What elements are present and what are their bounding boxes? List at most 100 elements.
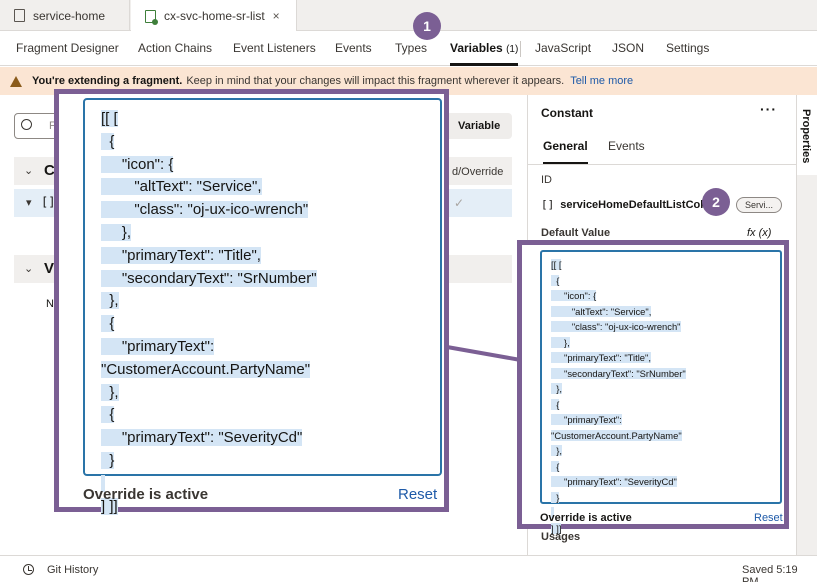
file-tab-label: service-home [33,8,106,23]
more-options-icon[interactable]: ··· [760,101,777,117]
code-line: "primaryText": [551,414,622,425]
saved-status: Saved 5:19 PM [742,564,798,582]
file-tab-service-home[interactable]: service-home [0,0,130,31]
code-line: }, [551,383,562,394]
status-bar: Git History Saved 5:19 PM [0,555,817,582]
tab-variables[interactable]: Variables (1) [450,31,519,66]
type-chip[interactable]: Servi... [736,197,782,213]
tab-events[interactable]: Events [335,41,372,55]
code-line: "secondaryText": "SrNumber" [551,367,686,379]
code-line: }, [551,336,570,348]
code-line: { [551,460,560,472]
override-column-header: d/Override [452,166,504,178]
step-badge-1: 1 [413,12,441,40]
tab-action-chains[interactable]: Action Chains [138,41,213,55]
reset-link[interactable]: Reset [754,512,783,524]
code-line: "icon": { [551,290,597,301]
code-line: "primaryText": [101,337,215,355]
code-line: } [101,451,115,469]
expression-editor-icon[interactable]: fx (x) [747,227,772,239]
fragment-file-icon [145,9,158,25]
tab-events[interactable]: Events [608,139,645,153]
override-active-label: Override is active [83,486,209,503]
file-tabs-bar: service-home cx-svc-home-sr-list × [0,0,817,32]
code-line: "secondaryText": "SrNumber" [101,269,317,287]
tab-divider [520,41,521,57]
code-line: "icon": { [101,155,174,173]
id-label: ID [541,174,552,186]
tab-event-listeners[interactable]: Event Listeners [233,41,316,55]
code-line: [[ [ [101,110,118,127]
tab-types[interactable]: Types [395,41,428,55]
code-line: { [101,406,115,424]
section-title: C [44,162,55,179]
code-line: { [101,132,115,150]
panel-title: Constant [541,106,593,120]
code-line [101,473,440,496]
tell-me-more-link[interactable]: Tell me more [570,75,634,87]
file-tab-label: cx-svc-home-sr-list [164,9,265,23]
reset-link: Reset [398,486,438,503]
banner-text: Keep in mind that your changes will impa… [186,75,565,87]
git-history-button[interactable]: Git History [47,564,99,576]
code-line: }, [101,383,119,401]
tab-general[interactable]: General [543,139,588,165]
code-line: "CustomerAccount.PartyName" [551,429,682,441]
file-tab-cx-svc-home-sr-list[interactable]: cx-svc-home-sr-list × [131,0,297,32]
code-line: "altText": "Service", [101,178,262,196]
id-value: [] serviceHomeDefaultListColu [541,198,731,211]
file-icon [14,9,25,22]
code-line: }, [551,445,562,456]
code-line: "CustomerAccount.PartyName" [101,360,311,378]
code-line: "primaryText": "SeverityCd" [551,476,677,487]
code-line: [[ [ [551,259,562,270]
code-line: } [551,491,560,503]
zoomed-default-value-callout: [[ [ { "icon": { "altText": "Service", "… [54,89,449,515]
default-value-highlight: [[ [ { "icon": { "altText": "Service", "… [517,240,789,534]
tab-variables-count: (1) [506,44,519,55]
code-line: ] ]] [551,522,562,534]
array-type-icon: [] [541,198,555,211]
default-value-editor[interactable]: [[ [ { "icon": { "altText": "Service", "… [540,250,782,534]
chevron-down-icon: ⌄ [24,165,34,177]
designer-tabs: Fragment Designer Action Chains Event Li… [0,31,817,66]
no-data-text: N [46,298,54,310]
section-title: V [44,260,55,277]
properties-side-tab[interactable]: Properties [796,95,817,175]
code-line: { [101,315,115,333]
code-line: "class": "oj-ux-ico-wrench" [551,321,681,332]
tab-json[interactable]: JSON [612,41,645,55]
search-icon [21,119,32,130]
chevron-down-icon: ⌄ [24,263,34,275]
id-text: serviceHomeDefaultListColu [560,199,711,211]
side-tab-label: Properties [800,109,812,164]
code-line: { [551,398,560,410]
banner-bold-text: You're extending a fragment. [32,75,183,87]
warning-icon [10,75,22,87]
tab-variables-label: Variables [450,41,503,55]
code-line: ] ]] [101,497,118,515]
close-icon[interactable]: × [272,9,280,23]
check-icon: ✓ [454,196,465,210]
step-badge-2: 2 [702,188,730,216]
tab-javascript[interactable]: JavaScript [535,41,592,55]
override-active-label: Override is active [540,512,632,524]
search-placeholder: Fi [49,120,58,132]
code-line: "primaryText": "SeverityCd" [101,429,303,447]
code-line: { [551,274,560,286]
tab-settings[interactable]: Settings [666,41,710,55]
code-line: "altText": "Service", [551,305,652,317]
code-line: "class": "oj-ux-ico-wrench" [101,201,309,219]
divider [528,164,797,165]
default-value-label: Default Value [541,227,611,239]
code-line [551,505,780,521]
usages-label: Usages [541,531,581,543]
array-type-icon: [] [41,195,56,209]
side-strip [796,175,817,555]
zoomed-code-editor: [[ [ { "icon": { "altText": "Service", "… [83,98,442,515]
code-line: }, [101,223,132,241]
add-variable-label: Variable [458,120,501,132]
code-line: "primaryText": "Title", [551,352,651,363]
tab-fragment-designer[interactable]: Fragment Designer [16,41,119,55]
code-line: }, [101,292,119,310]
